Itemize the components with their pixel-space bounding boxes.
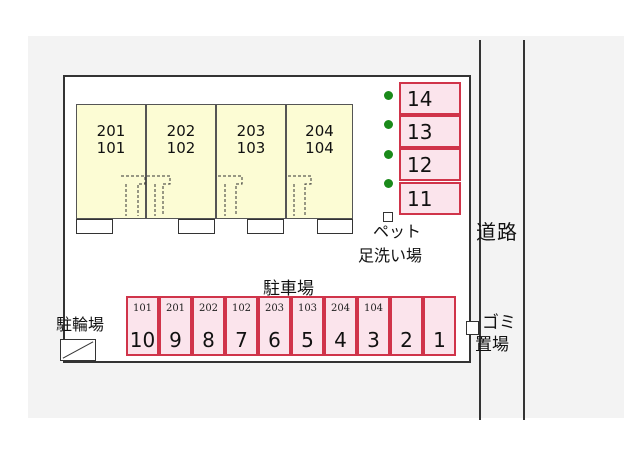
- bicycle-area-slash: [62, 341, 94, 359]
- unit-number-lower: 103: [236, 139, 266, 157]
- step-4: [317, 219, 353, 234]
- trash-area-marker: [466, 321, 479, 335]
- parking-label: 駐車場: [263, 279, 314, 299]
- step-2: [178, 219, 215, 234]
- tree-icon: [384, 150, 393, 159]
- trash-area-label-line1: ゴミ: [482, 313, 516, 333]
- unit-block-2: 202 102: [146, 104, 216, 219]
- road-label: 道路: [476, 220, 518, 244]
- unit-number-upper: 202: [166, 122, 196, 140]
- parking-slot-13: 13: [399, 115, 461, 148]
- entry-outline-4: [288, 175, 312, 216]
- unit-block-3: 203 103: [216, 104, 286, 219]
- entry-outline-3: [218, 175, 243, 216]
- parking-slot-11: 11: [399, 182, 461, 215]
- entry-outline-2: [147, 175, 171, 216]
- road-edge-right: [523, 40, 525, 420]
- pet-wash-marker: [383, 212, 393, 222]
- parking-slot-1: 1: [423, 296, 456, 356]
- road-edge-left: [479, 40, 481, 420]
- parking-slot-12: 12: [399, 148, 461, 181]
- parking-slot-2: 2: [390, 296, 423, 356]
- unit-number-upper: 201: [96, 122, 126, 140]
- tree-icon: [384, 91, 393, 100]
- parking-slot-14: 14: [399, 82, 461, 115]
- tree-icon: [384, 179, 393, 188]
- unit-number-lower: 104: [305, 139, 334, 157]
- step-3: [247, 219, 284, 234]
- unit-block-4: 204 104: [286, 104, 353, 219]
- entry-outline-1: [121, 175, 146, 216]
- tree-icon: [384, 120, 393, 129]
- pet-wash-label-line2: 足洗い場: [358, 246, 423, 265]
- unit-number-lower: 102: [166, 139, 196, 157]
- unit-number-lower: 101: [96, 139, 126, 157]
- unit-number-upper: 204: [305, 122, 334, 140]
- bicycle-parking-area: [60, 339, 96, 361]
- bicycle-parking-label: 駐輪場: [56, 315, 105, 334]
- pet-wash-label-line1: ペット: [373, 222, 422, 241]
- trash-area-label-line2: 置場: [475, 335, 509, 355]
- unit-number-upper: 203: [236, 122, 266, 140]
- unit-block-1: 201 101: [76, 104, 146, 219]
- step-1: [76, 219, 113, 234]
